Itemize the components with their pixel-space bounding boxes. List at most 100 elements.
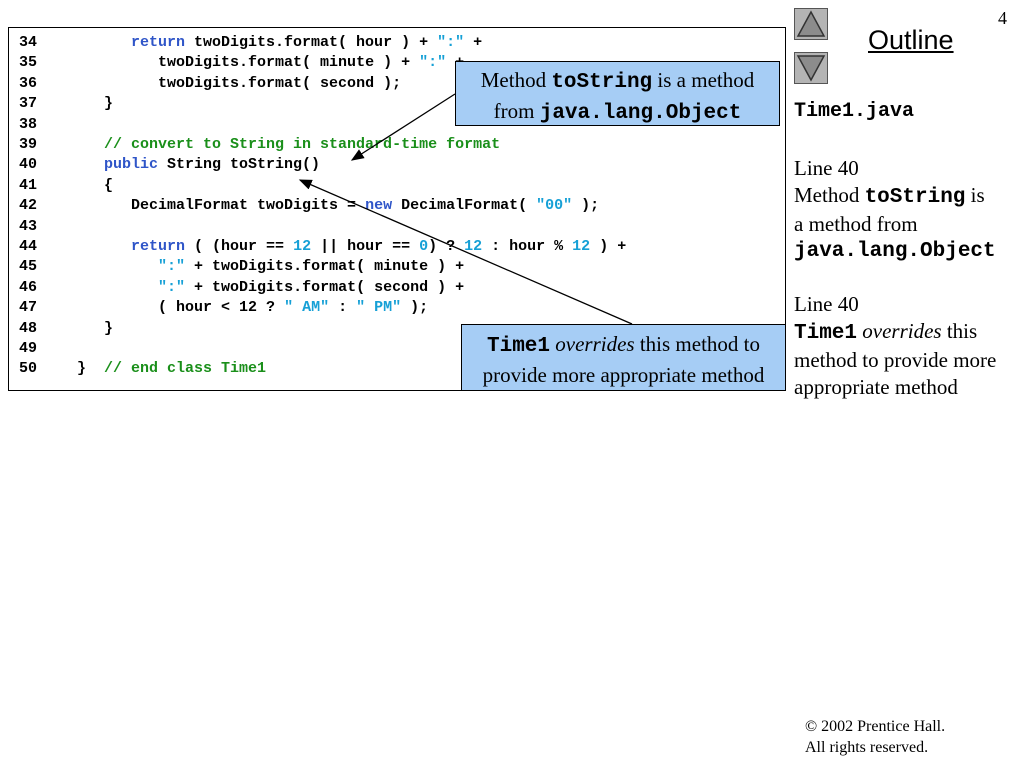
code-line-44: 44 return ( (hour == 12 || hour == 0) ? … — [19, 237, 626, 257]
code-token: } — [77, 360, 105, 378]
code-token: } — [104, 95, 114, 113]
code-token: twoDigits.format( minute ) + — [158, 54, 420, 72]
line-number: 49 — [19, 340, 38, 357]
code-token: public — [104, 156, 159, 174]
code-token: 12 — [464, 238, 483, 255]
line-number: 46 — [19, 278, 38, 296]
code-token: ); — [401, 299, 429, 317]
code-token: ":" — [419, 54, 447, 72]
sidebar-note-2-text-1: Time1 overrides this — [794, 319, 978, 345]
line-number: 39 — [19, 136, 38, 153]
code-token: 12 — [572, 238, 591, 255]
callout-arrow-1 — [350, 93, 456, 161]
callout-overrides: Time1 overrides this method to provide m… — [461, 324, 786, 391]
code-line-50: 50 } // end class Time1 — [19, 359, 266, 379]
callout-tostring-method: Method toString is a method from java.la… — [455, 61, 780, 126]
code-line-36: 36 twoDigits.format( second ); — [19, 74, 401, 94]
line-number: 44 — [19, 238, 38, 255]
code-line-37: 37 } — [19, 94, 113, 114]
callout-2-line-2: provide more appropriate method — [482, 363, 765, 387]
page-number: 4 — [998, 8, 1007, 28]
code-token: } — [104, 319, 114, 337]
code-token: // convert to String in standard-time fo… — [104, 136, 501, 153]
line-number: 48 — [19, 319, 38, 337]
code-token: "00" — [536, 197, 573, 215]
code-token: : hour % — [482, 238, 573, 255]
code-token: return — [131, 238, 186, 255]
line-number: 42 — [19, 197, 38, 215]
code-token: ); — [572, 197, 600, 215]
code-line-35: 35 twoDigits.format( minute ) + ":" + — [19, 53, 464, 73]
sidebar-note-2-line-ref: Line 40 — [794, 292, 859, 316]
next-slide-button[interactable] — [794, 52, 828, 84]
callout-2-line-1: Time1 overrides this method to — [486, 332, 760, 358]
sidebar-file-name: Time1.java — [794, 100, 915, 123]
code-line-41: 41 { — [19, 176, 113, 196]
callout-arrow-2 — [298, 179, 633, 325]
triangle-up-icon — [796, 10, 826, 37]
code-token: twoDigits.format( hour ) + — [185, 34, 438, 51]
code-token: || hour == — [311, 238, 420, 255]
code-line-43: 43 — [19, 217, 59, 237]
copyright: © 2002 Prentice Hall. All rights reserve… — [805, 716, 945, 758]
callout-1-line-1: Method toString is a method — [480, 68, 755, 94]
code-token: ) ? — [428, 238, 465, 255]
copyright-line-2: All rights reserved. — [805, 739, 929, 756]
code-token: : — [329, 299, 357, 317]
code-token: twoDigits.format( second ); — [158, 74, 402, 92]
code-token: ( (hour == — [185, 238, 294, 255]
code-line-34: 34 return twoDigits.format( hour ) + ":"… — [19, 33, 482, 53]
line-number: 50 — [19, 360, 38, 378]
code-token: 12 — [293, 238, 312, 255]
code-token: DecimalFormat twoDigits = — [131, 197, 366, 215]
code-token: ( hour < 12 ? — [158, 299, 285, 317]
line-number: 35 — [19, 54, 38, 72]
code-token: 0 — [419, 238, 429, 255]
code-line-45: 45 ":" + twoDigits.format( minute ) + — [19, 257, 464, 277]
code-token: " PM" — [356, 299, 402, 317]
sidebar-note-1: Line 40 Method toString is a method from… — [794, 155, 1022, 265]
line-number: 45 — [19, 258, 38, 276]
sidebar-note-2-text-2: method to provide more — [794, 348, 997, 372]
line-number: 37 — [19, 95, 38, 113]
code-token: { — [104, 176, 114, 194]
sidebar-note-2-text-3: appropriate method — [794, 375, 958, 399]
code-line-46: 46 ":" + twoDigits.format( second ) + — [19, 278, 464, 298]
code-token: new — [365, 197, 393, 215]
code-line-40: 40 public String toString() — [19, 155, 320, 175]
triangle-down-icon — [796, 55, 826, 82]
line-number: 43 — [19, 217, 38, 235]
copyright-line-1: © 2002 Prentice Hall. — [805, 718, 946, 735]
code-line-49: 49 — [19, 339, 59, 359]
callout-1-line-2: from java.lang.Object — [493, 99, 742, 125]
code-line-39: 39 // convert to String in standard-time… — [19, 135, 500, 155]
sidebar-note-2: Line 40 Time1 overrides this method to p… — [794, 291, 1022, 401]
code-token: " AM" — [284, 299, 330, 317]
line-number: 38 — [19, 115, 38, 133]
code-line-47: 47 ( hour < 12 ? " AM" : " PM" ); — [19, 298, 428, 318]
sidebar-note-1-text-3: java.lang.Object — [794, 240, 996, 263]
line-number: 41 — [19, 176, 38, 194]
code-token: DecimalFormat( — [392, 197, 537, 215]
code-token: ":" — [158, 278, 186, 296]
code-token: + — [464, 34, 483, 51]
outline-title[interactable]: Outline — [868, 25, 954, 55]
line-number: 40 — [19, 156, 38, 174]
code-token: // end class Time1 — [104, 360, 267, 378]
line-number: 47 — [19, 299, 38, 317]
code-line-42: 42 DecimalFormat twoDigits = new Decimal… — [19, 196, 599, 216]
code-token: ":" — [437, 34, 465, 51]
code-token: ":" — [158, 258, 186, 276]
sidebar-note-1-text-2: a method from — [794, 212, 918, 236]
sidebar-note-1-line-ref: Line 40 — [794, 156, 859, 180]
line-number: 34 — [19, 34, 38, 51]
code-token: + twoDigits.format( minute ) + — [185, 258, 465, 276]
code-token: ) + — [590, 238, 627, 255]
line-number: 36 — [19, 74, 38, 92]
previous-slide-button[interactable] — [794, 8, 828, 40]
code-line-38: 38 — [19, 115, 59, 135]
code-token: + twoDigits.format( second ) + — [185, 278, 465, 296]
code-token: return — [131, 34, 186, 51]
code-token: String toString() — [158, 156, 321, 174]
